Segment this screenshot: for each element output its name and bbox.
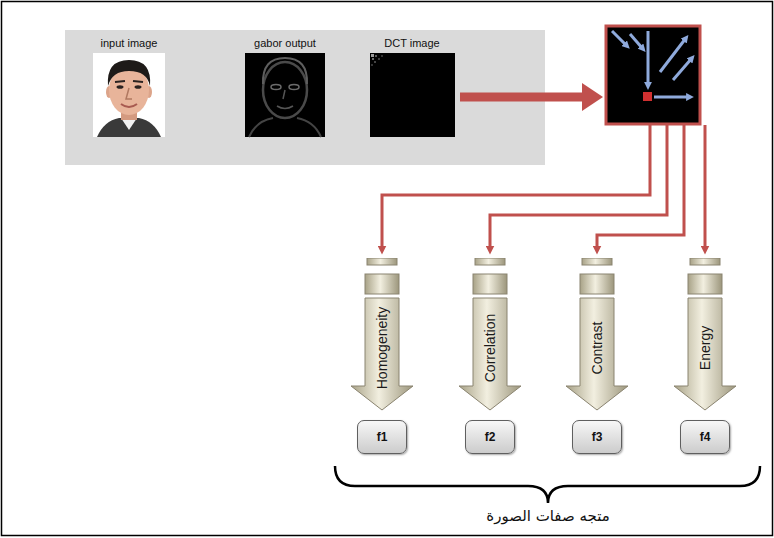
gabor-edge bbox=[271, 85, 281, 90]
gabor-image bbox=[245, 53, 325, 137]
feature-name: Contrast bbox=[589, 322, 605, 375]
feature-name: Correlation bbox=[482, 314, 498, 382]
gabor-edge bbox=[263, 62, 307, 118]
feature-arrow: Contrast bbox=[564, 258, 630, 412]
nose bbox=[126, 88, 132, 99]
arrow-collar bbox=[365, 274, 399, 294]
feature-line bbox=[382, 125, 650, 250]
eyebrow bbox=[133, 81, 143, 82]
dct-coefficient bbox=[381, 55, 383, 57]
image-title: gabor output bbox=[254, 37, 316, 49]
arrow-collar bbox=[580, 274, 614, 294]
eye bbox=[135, 85, 142, 89]
image-title: DCT image bbox=[380, 37, 444, 52]
feature-name: Energy bbox=[697, 326, 713, 370]
arrow-body bbox=[459, 298, 521, 410]
feature-label: f3 bbox=[592, 430, 603, 444]
gabor-edge bbox=[263, 58, 307, 84]
feature-box: f1 bbox=[357, 420, 407, 454]
dct-coefficient bbox=[371, 64, 373, 66]
shirt bbox=[97, 118, 161, 137]
feature-arrow: Correlation bbox=[457, 258, 523, 412]
image-title: input image bbox=[101, 37, 158, 49]
dct-image bbox=[370, 53, 455, 137]
arrow-cap bbox=[690, 258, 720, 265]
arrow-cap bbox=[475, 258, 505, 265]
gabor-edge bbox=[249, 118, 321, 137]
eyebrow bbox=[115, 81, 125, 82]
image-title: input image bbox=[97, 37, 162, 52]
scan-arrow bbox=[612, 31, 627, 46]
feature-box: f4 bbox=[680, 420, 730, 454]
dct-coefficient bbox=[372, 58, 374, 60]
dct-coefficient bbox=[374, 61, 376, 63]
feature-label: f4 bbox=[700, 430, 711, 444]
dc-coefficient bbox=[643, 92, 652, 101]
gabor-edge bbox=[277, 90, 293, 109]
feature-arrow: Homogeneity bbox=[349, 258, 415, 412]
vector-caption: متجه صفات الصورة bbox=[486, 507, 609, 525]
arrow-body bbox=[566, 298, 628, 410]
eye bbox=[117, 85, 124, 89]
arrow-cap bbox=[367, 258, 397, 265]
dct-coefficient bbox=[378, 58, 380, 60]
feature-name: Homogeneity bbox=[374, 307, 390, 390]
feature-label: f1 bbox=[377, 430, 388, 444]
scan-arrow bbox=[654, 96, 690, 99]
dct-coefficient bbox=[375, 55, 377, 57]
scan-arrow bbox=[673, 58, 692, 80]
gabor-edge bbox=[289, 85, 299, 90]
curly-bracket bbox=[335, 466, 760, 503]
mouth bbox=[121, 104, 137, 107]
feature-line bbox=[490, 125, 667, 250]
feature-label: f2 bbox=[485, 430, 496, 444]
feature-line bbox=[704, 125, 707, 250]
image-title: gabor output bbox=[250, 37, 320, 52]
dct-zoom bbox=[606, 26, 700, 124]
scan-arrow bbox=[630, 34, 643, 49]
feature-box: f2 bbox=[465, 420, 515, 454]
image-title: DCT image bbox=[384, 37, 439, 49]
dct-coefficient bbox=[371, 54, 374, 57]
flow-arrow-head bbox=[582, 83, 603, 111]
photo-background bbox=[93, 53, 165, 137]
arrow-collar bbox=[473, 274, 507, 294]
feature-arrow: Energy bbox=[672, 258, 738, 412]
feature-box: f3 bbox=[572, 420, 622, 454]
arrow-body bbox=[674, 298, 736, 410]
scan-arrow bbox=[660, 38, 686, 72]
hair bbox=[108, 60, 150, 86]
arrow-cap bbox=[582, 258, 612, 265]
flow-arrow bbox=[460, 93, 584, 102]
feature-line bbox=[597, 125, 684, 250]
scan-arrow bbox=[647, 31, 650, 86]
arrow-body bbox=[351, 298, 413, 410]
arrow-collar bbox=[688, 274, 722, 294]
